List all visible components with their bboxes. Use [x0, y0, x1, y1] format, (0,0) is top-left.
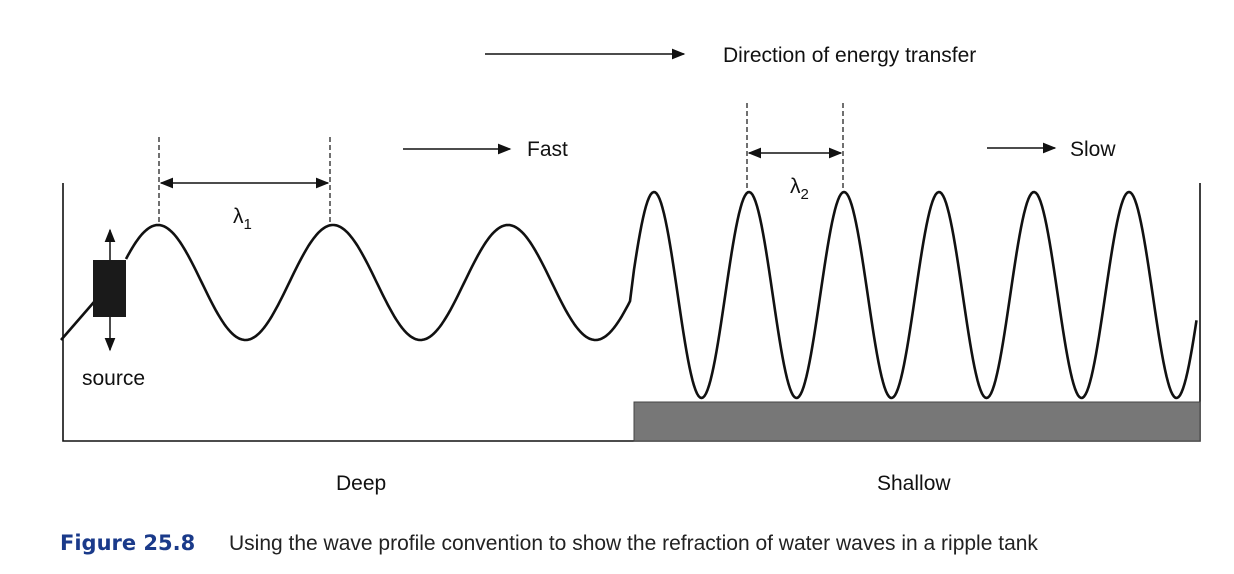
caption-figure-number: Figure 25.8 — [60, 531, 195, 555]
slow-label: Slow — [1070, 138, 1116, 161]
wave-profile — [124, 190, 1198, 400]
fast-label: Fast — [527, 138, 568, 161]
energy-direction-label: Direction of energy transfer — [723, 44, 976, 67]
source-label: source — [82, 367, 145, 390]
tank-outline — [62, 183, 1201, 442]
deep-label: Deep — [336, 472, 386, 495]
shallow-region-block — [633, 401, 1201, 442]
shallow-label: Shallow — [877, 472, 951, 495]
caption-text: Using the wave profile convention to sho… — [229, 532, 1038, 555]
lambda1-label: λ1 — [233, 205, 252, 233]
source-arm — [60, 301, 95, 341]
lambda2-label: λ2 — [790, 175, 809, 203]
source-block — [93, 260, 126, 317]
